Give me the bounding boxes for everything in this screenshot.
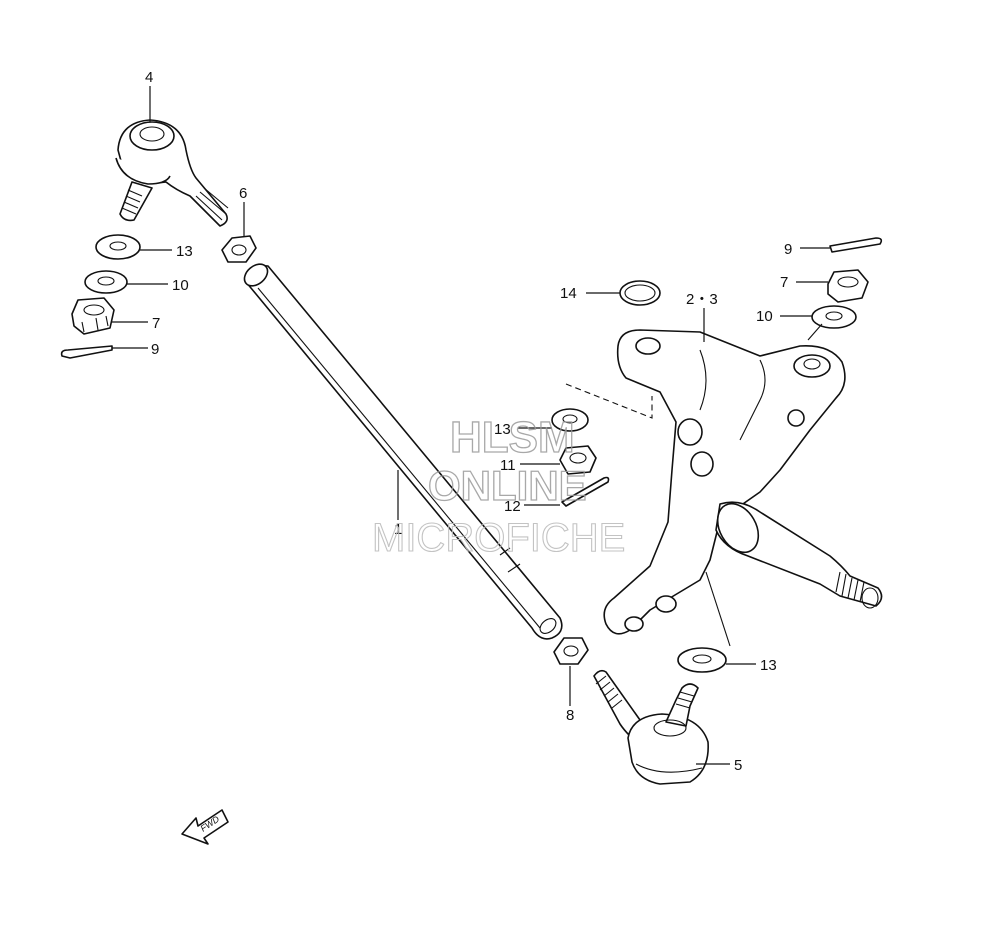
- callout-5: 5: [734, 757, 742, 774]
- washer-13-middle: [551, 408, 589, 432]
- callout-9-right: 9: [784, 241, 792, 258]
- washer-10-right: [811, 305, 857, 329]
- washer-13-upper: [95, 234, 141, 260]
- washer-10-upper: [84, 270, 128, 294]
- callout-13-lower: 13: [760, 657, 777, 674]
- callout-10-right: 10: [756, 308, 773, 325]
- watermark-line-2: ONLINE: [428, 462, 587, 509]
- cotter-pin-12: [561, 476, 610, 507]
- nut-6: [221, 235, 257, 263]
- washer-13-lower: [677, 647, 727, 673]
- callout-11: 11: [500, 457, 516, 474]
- callout-8: 8: [566, 707, 574, 724]
- callout-10-upper: 10: [172, 277, 189, 294]
- tie-rod-end-upper: [115, 119, 229, 227]
- callout-14: 14: [560, 285, 577, 302]
- callout-12: 12: [504, 498, 521, 515]
- callout-13-middle: 13: [494, 421, 511, 438]
- callout-6: 6: [239, 185, 247, 202]
- callout-7-right: 7: [780, 274, 788, 291]
- callout-13-upper: 13: [176, 243, 193, 260]
- snap-ring-14: [619, 280, 661, 306]
- cotter-pin-9-upper: [60, 345, 113, 359]
- leader-lines: [112, 86, 830, 765]
- watermark: HLSM ONLINE MICROFICHE: [371, 412, 625, 560]
- tie-rod: [243, 263, 563, 640]
- castle-nut-7-right: [827, 269, 869, 303]
- nut-8: [553, 637, 589, 665]
- callout-7-upper: 7: [152, 315, 160, 332]
- callout-numbers: 4 6 13 10 7 9 1 14 2・3 9 7 10 13 11 12 1…: [145, 69, 792, 774]
- callout-4: 4: [145, 69, 153, 86]
- nut-11: [559, 445, 597, 475]
- callout-9-upper: 9: [151, 341, 159, 358]
- assembly-guide-line: [565, 323, 823, 647]
- callout-2-3: 2・3: [686, 291, 718, 308]
- tie-rod-end-lower: [593, 669, 709, 785]
- watermark-line-1: HLSM: [450, 413, 575, 462]
- cotter-pin-9-right: [829, 237, 883, 253]
- castle-nut-7-upper: [71, 297, 115, 335]
- watermark-line-3: MICROFICHE: [372, 516, 625, 560]
- callout-1: 1: [394, 521, 402, 538]
- steering-knuckle: [603, 329, 883, 635]
- forward-arrow-icon: FWD: [181, 809, 229, 845]
